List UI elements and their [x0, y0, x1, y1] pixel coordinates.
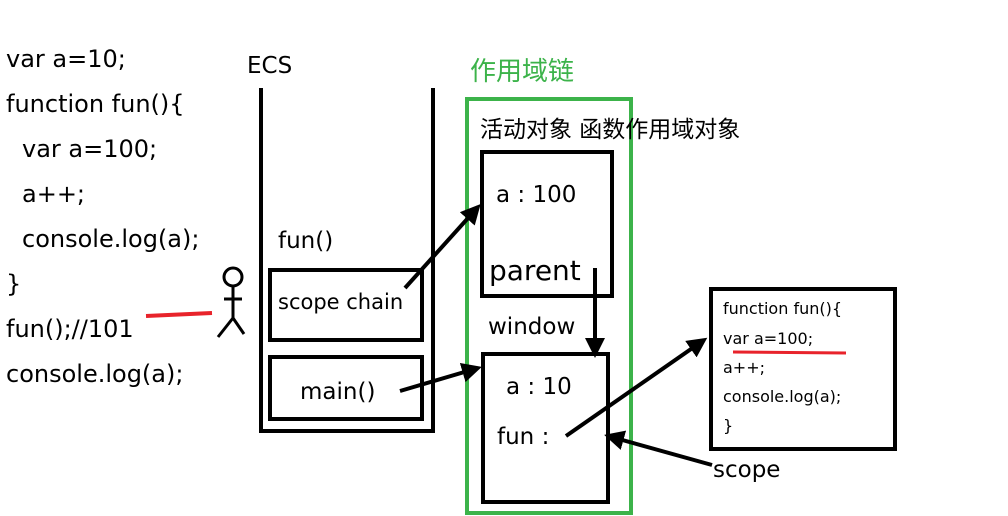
stick-figure-icon — [216, 266, 246, 338]
ecs-frame-label: fun() — [278, 228, 334, 254]
red-pointer-line — [145, 311, 213, 318]
arrow-main-to-window — [399, 362, 482, 393]
code-line: var a=100; — [22, 135, 158, 163]
code-line: console.log(a); — [6, 360, 184, 388]
activation-parent: parent — [489, 254, 581, 287]
code-line: var a=10; — [6, 45, 126, 73]
scope-chain-box — [268, 268, 424, 342]
scope-label: scope — [713, 457, 781, 483]
ecs-stack-outline — [259, 88, 435, 433]
activation-object-title: 活动对象 函数作用域对象 — [480, 117, 741, 143]
function-code-line: a++; — [723, 358, 766, 377]
window-fun: fun : — [497, 424, 550, 450]
function-code-line: } — [723, 416, 734, 435]
function-code-line: var a=100; — [723, 329, 814, 348]
window-object-box — [481, 352, 610, 504]
code-line: fun();//101 — [6, 315, 134, 343]
window-var: a : 10 — [506, 374, 572, 400]
ecs-title: ECS — [247, 53, 293, 79]
scope-chain-title: 作用域链 — [470, 57, 575, 87]
code-line: function fun(){ — [6, 90, 185, 118]
code-line: } — [6, 270, 22, 298]
red-underline — [732, 350, 847, 355]
activation-var: a : 100 — [496, 182, 577, 208]
code-line: a++; — [22, 180, 86, 208]
main-frame-box — [268, 355, 424, 421]
window-title: window — [488, 314, 576, 340]
main-frame-label: main() — [300, 379, 376, 405]
function-code-line: console.log(a); — [723, 387, 842, 406]
arrow-scope-to-window — [604, 430, 713, 467]
scope-chain-label: scope chain — [278, 290, 404, 314]
function-object-box — [709, 287, 897, 451]
arrow-scope-chain-to-activation — [403, 204, 481, 290]
function-code-line: function fun(){ — [723, 299, 843, 318]
code-line: console.log(a); — [22, 225, 200, 253]
activation-object-box — [480, 150, 614, 298]
scope-chain-container — [465, 97, 633, 515]
arrow-fun-to-function — [564, 337, 708, 438]
